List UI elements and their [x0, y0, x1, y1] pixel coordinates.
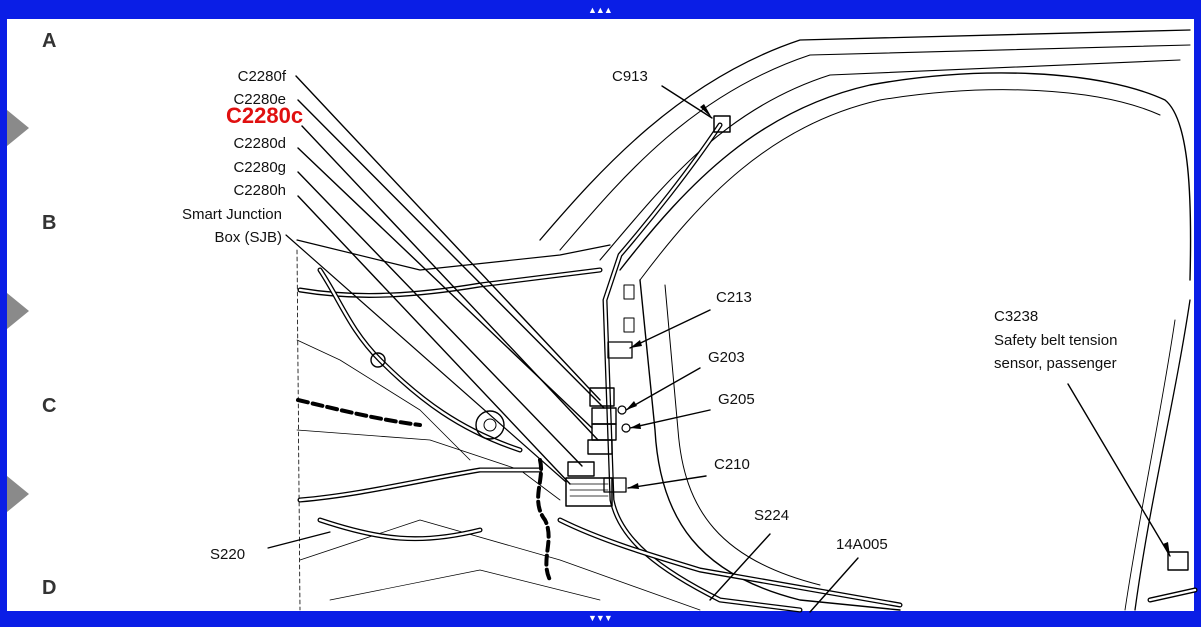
grid-row-c: C — [42, 395, 57, 417]
label-s220: S220 — [210, 546, 246, 563]
label-sjb-line2: Box (SJB) — [214, 229, 282, 246]
label-c210: C210 — [714, 456, 750, 473]
label-g205: G205 — [718, 391, 755, 408]
page-left-arrow-icon[interactable] — [7, 110, 29, 146]
scroll-up-icon[interactable]: ▲▲▲ — [588, 5, 613, 15]
label-c2280c-highlighted: C2280c — [226, 103, 304, 128]
page-left-arrow-icon[interactable] — [7, 293, 29, 329]
grid-row-b: B — [42, 212, 57, 234]
label-c3238-desc-line1: Safety belt tension — [994, 332, 1118, 349]
label-14a005: 14A005 — [836, 536, 888, 553]
label-c2280e: C2280e — [233, 91, 286, 108]
label-g203: G203 — [708, 349, 745, 366]
grid-row-d: D — [42, 577, 57, 599]
scroll-down-icon[interactable]: ▼▼▼ — [588, 613, 613, 623]
label-sjb-line1: Smart Junction — [181, 206, 282, 223]
label-c3238-desc-line2: sensor, passenger — [994, 355, 1117, 372]
label-c3238: C3238 — [994, 308, 1039, 325]
page-left-arrow-icon[interactable] — [7, 476, 29, 512]
label-c2280d: C2280d — [233, 135, 286, 152]
label-c913: C913 — [612, 68, 648, 85]
label-c2280f: C2280f — [237, 68, 286, 85]
label-c2280g: C2280g — [233, 159, 286, 176]
label-s224: S224 — [754, 507, 790, 524]
grid-row-a: A — [42, 30, 57, 52]
label-c2280h: C2280h — [233, 182, 286, 199]
label-c213: C213 — [716, 289, 752, 306]
